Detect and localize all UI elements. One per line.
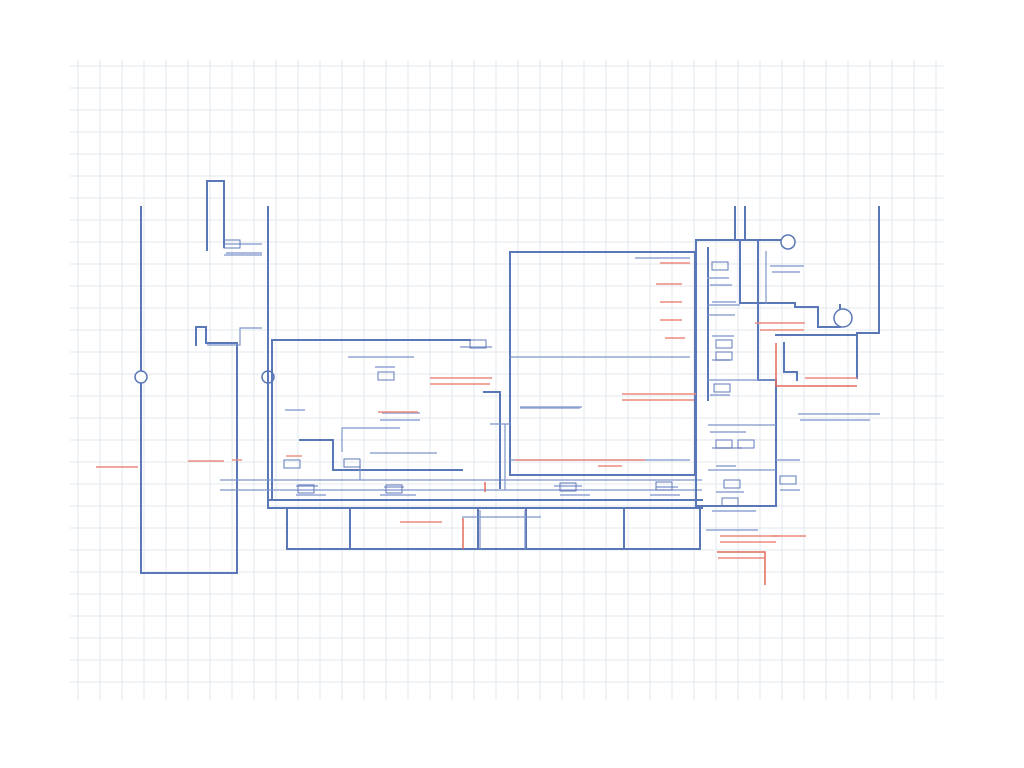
component-symbol [711, 261, 729, 271]
right-pipe-wire [739, 239, 841, 328]
component-symbol [723, 479, 741, 489]
component-symbol [721, 497, 739, 507]
annotation-ticks [96, 252, 870, 559]
component-symbol [469, 339, 487, 349]
component-symbol [385, 484, 403, 494]
wiring-group [134, 180, 880, 574]
right-vertical-3 [856, 206, 880, 334]
stepped-wire-1 [299, 439, 463, 471]
left-node-1 [134, 370, 148, 384]
component-symbol [283, 459, 301, 469]
red-annotation-group [462, 343, 857, 585]
component-symbol [297, 484, 315, 494]
bottom-box-inner [462, 510, 541, 549]
component-glyphs [223, 239, 797, 507]
bottom-box-5 [623, 507, 701, 550]
component-symbol [655, 481, 673, 491]
component-symbol [715, 339, 733, 349]
component-symbol [779, 475, 797, 485]
red-leader-2 [775, 343, 857, 387]
left-riser-wire [206, 180, 225, 251]
component-symbol [559, 482, 577, 492]
right-pipe-branch [708, 251, 767, 316]
stepped-wire-3 [483, 391, 501, 489]
stepped-wire-2 [341, 427, 437, 480]
right-vertical-2 [734, 206, 746, 241]
left-loop-wire [140, 206, 238, 574]
central-rectangle-inner [510, 356, 690, 461]
component-symbol [737, 439, 755, 449]
component-symbol [223, 239, 241, 249]
component-symbol [343, 458, 361, 468]
inner-box-top-wire [271, 339, 471, 501]
right-pipe-node [833, 308, 853, 328]
left-branch-wire [207, 243, 262, 346]
main-bus-mid [220, 479, 702, 491]
component-symbol [715, 351, 733, 361]
component-symbol [715, 439, 733, 449]
right-return-wire [708, 379, 776, 471]
component-symbol [713, 383, 731, 393]
red-leader-1 [717, 551, 766, 585]
right-loop-wire [775, 334, 858, 381]
upper-right-node [780, 234, 796, 250]
component-symbol [377, 371, 395, 381]
background-grid [70, 60, 944, 700]
central-rectangle [509, 251, 696, 476]
stepped-wire-4 [490, 423, 510, 490]
